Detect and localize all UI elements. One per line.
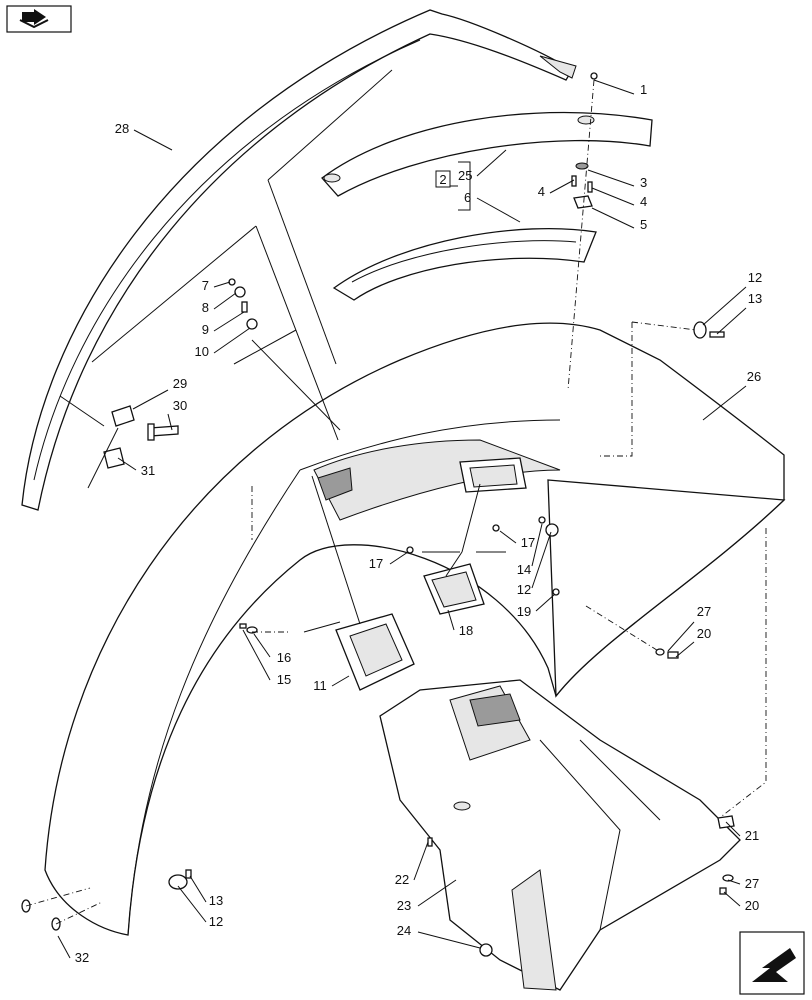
callout-leader-c15 [242, 629, 271, 681]
callout-leader-c13b [189, 875, 207, 903]
callout-leader-c12c [177, 885, 207, 923]
callout-label-c27a: 27 [697, 604, 711, 619]
next-page-icon[interactable] [739, 931, 805, 995]
callout-leader-c4b [591, 187, 635, 206]
callout-label-c32: 32 [75, 950, 89, 965]
callout-label-c4b: 4 [640, 194, 647, 209]
callout-label-c6: 6 [464, 190, 471, 205]
callout-label-c20a: 20 [697, 626, 711, 641]
callout-leader-c12a [702, 286, 747, 326]
callout-leader-c5 [591, 207, 635, 229]
callout-leader-c3 [587, 169, 635, 187]
callout-label-c13b: 13 [209, 893, 223, 908]
callout-label-c31: 31 [141, 463, 155, 478]
callout-label-c12c: 12 [209, 914, 223, 929]
part-11-bracket [335, 613, 415, 691]
callout-leader-c26 [702, 385, 747, 421]
callout-leader-c16 [253, 633, 271, 658]
callout-label-c26: 26 [747, 369, 761, 384]
callout-label-c24: 24 [397, 923, 411, 938]
callout-leader-c32 [57, 935, 71, 959]
callout-label-c7: 7 [202, 278, 209, 293]
callout-leader-c12b [531, 531, 552, 589]
callout-leader-c31 [117, 457, 137, 471]
part-31-nut [103, 447, 125, 469]
callout-label-c12b: 12 [517, 582, 531, 597]
callout-leader-c22 [413, 841, 429, 881]
callout-leader-c10 [213, 327, 251, 354]
callout-leader-c18 [447, 609, 455, 631]
part-23-lower-mudguard [379, 679, 741, 991]
callout-label-c22: 22 [395, 872, 409, 887]
part-29-clip [111, 405, 135, 427]
callout-label-c4a: 4 [538, 184, 545, 199]
part-6-lower-panel [332, 227, 597, 301]
callout-leader-c25 [476, 149, 507, 177]
callout-leader-c14 [531, 523, 543, 567]
callout-leader-c27b [727, 879, 741, 885]
callout-label-c10: 10 [195, 344, 209, 359]
callout-label-c1: 1 [640, 82, 647, 97]
callout-label-c15: 15 [277, 672, 291, 687]
callout-leader-c23 [417, 879, 457, 907]
callout-leader-c24 [417, 931, 481, 949]
callout-label-c19: 19 [517, 604, 531, 619]
callout-leader-c17a [389, 551, 409, 565]
callout-labels: 1344525678910121326282930311717141219181… [57, 79, 762, 965]
callout-leader-c20a [675, 641, 695, 658]
part-28-trim-strip [21, 9, 577, 511]
part-32-plugs [21, 899, 61, 931]
callout-label-c23: 23 [397, 898, 411, 913]
callout-label-c16: 16 [277, 650, 291, 665]
callout-leader-c19 [535, 593, 556, 612]
part-18-grommet [423, 563, 485, 615]
callout-leader-c20b [723, 891, 741, 907]
callout-label-c20b: 20 [745, 898, 759, 913]
callout-leader-c1 [593, 79, 635, 95]
callout-leader-c28 [133, 129, 173, 151]
callout-leader-c7 [213, 281, 231, 288]
assembly-axes [25, 79, 767, 925]
callout-label-c21: 21 [745, 828, 759, 843]
part-25-upper-panel [321, 111, 653, 197]
callout-label-c12a: 12 [748, 270, 762, 285]
callout-label-c27b: 27 [745, 876, 759, 891]
callout-leader-c4a [549, 179, 575, 194]
callout-leader-c21 [725, 821, 741, 837]
callout-leader-c29 [132, 389, 169, 410]
callout-label-c28: 28 [115, 121, 129, 136]
callout-label-c25: 25 [458, 168, 472, 183]
callout-label-c18: 18 [459, 623, 473, 638]
part-26-fender-body [44, 322, 785, 936]
small-fasteners [168, 72, 735, 957]
callout-leader-c8 [213, 292, 237, 310]
guide-lines [59, 69, 506, 633]
callout-label-c17a: 17 [369, 556, 383, 571]
callout-label-c14: 14 [517, 562, 531, 577]
callout-label-c30: 30 [173, 398, 187, 413]
callout-label-c13a: 13 [748, 291, 762, 306]
callout-leader-c13a [716, 307, 747, 335]
part-30-screw [147, 423, 179, 441]
inner-liner-panel [547, 479, 786, 698]
callout-label-c11: 11 [313, 678, 327, 693]
callout-leader-c6 [476, 197, 521, 223]
callout-leader-c17b [499, 530, 517, 544]
callout-label-c9: 9 [202, 322, 209, 337]
callout-label-c3: 3 [640, 175, 647, 190]
callout-label-c5: 5 [640, 217, 647, 232]
callout-leader-c9 [213, 311, 245, 332]
callout-leader-c27a [667, 621, 695, 652]
prev-page-icon[interactable] [6, 5, 72, 33]
callout-label-c29: 29 [173, 376, 187, 391]
kit-box-label: 2 [439, 172, 446, 187]
callout-label-c8: 8 [202, 300, 209, 315]
callout-leader-c11 [331, 675, 350, 687]
callout-leader-c30 [167, 413, 173, 431]
kit-box: 2 [435, 170, 451, 188]
callout-label-c17b: 17 [521, 535, 535, 550]
